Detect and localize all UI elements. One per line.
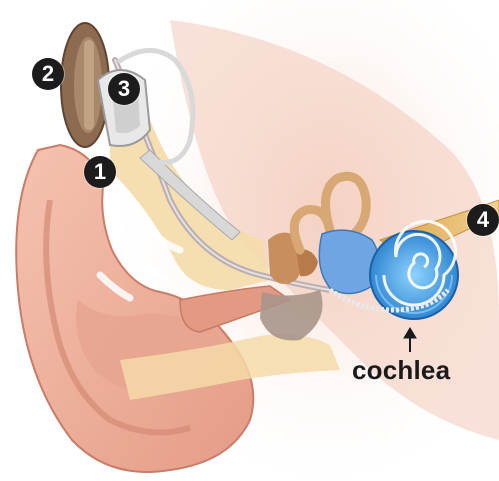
marker-2: 2 xyxy=(32,58,64,90)
marker-4: 4 xyxy=(467,204,499,236)
cochlea-label: cochlea xyxy=(352,355,450,386)
marker-3: 3 xyxy=(108,73,140,105)
marker-1: 1 xyxy=(84,156,116,188)
